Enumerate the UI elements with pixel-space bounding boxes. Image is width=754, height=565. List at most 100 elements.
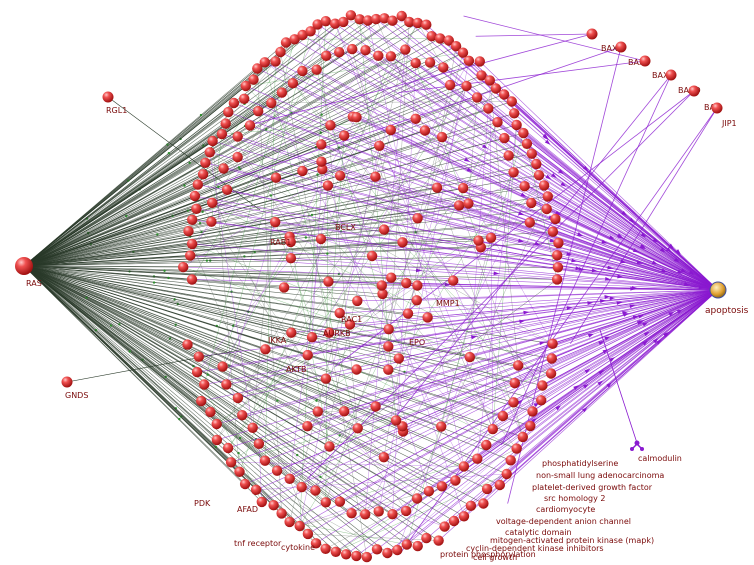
gene-node[interactable] bbox=[511, 443, 522, 454]
gene-node[interactable] bbox=[286, 327, 297, 338]
gene-node[interactable] bbox=[320, 497, 331, 508]
gene-node[interactable] bbox=[234, 466, 245, 477]
gene-node[interactable] bbox=[305, 26, 316, 37]
gene-node[interactable] bbox=[497, 410, 509, 422]
gene-node[interactable] bbox=[376, 280, 387, 291]
gene-node[interactable] bbox=[412, 280, 423, 291]
gene-node[interactable] bbox=[232, 392, 244, 404]
gene-node[interactable] bbox=[458, 461, 470, 472]
gene-node[interactable] bbox=[471, 92, 483, 103]
gene-node[interactable] bbox=[297, 65, 308, 77]
gene-node[interactable] bbox=[339, 406, 350, 417]
gene-node[interactable] bbox=[187, 214, 198, 225]
gene-node[interactable] bbox=[490, 83, 502, 94]
gene-node[interactable] bbox=[411, 295, 422, 306]
gene-node[interactable] bbox=[334, 170, 346, 181]
gene-node[interactable] bbox=[284, 473, 295, 484]
gene-node[interactable] bbox=[334, 307, 345, 319]
gene-node[interactable] bbox=[513, 360, 524, 371]
gene-node[interactable] bbox=[385, 51, 397, 62]
gene-node[interactable] bbox=[312, 406, 323, 417]
gene-node[interactable] bbox=[334, 496, 346, 507]
gene-node[interactable] bbox=[211, 418, 222, 430]
gene-node[interactable] bbox=[412, 213, 423, 224]
gnds-node[interactable] bbox=[61, 376, 73, 388]
gene-node[interactable] bbox=[199, 379, 210, 390]
gene-node[interactable] bbox=[448, 275, 459, 286]
gene-node[interactable] bbox=[553, 237, 564, 249]
gene-node[interactable] bbox=[370, 13, 382, 25]
gene-node[interactable] bbox=[352, 295, 363, 307]
gene-node[interactable] bbox=[474, 56, 485, 67]
gene-node[interactable] bbox=[508, 167, 519, 178]
baxc-node[interactable] bbox=[639, 55, 651, 67]
gene-node[interactable] bbox=[306, 332, 318, 343]
gene-node[interactable] bbox=[312, 19, 323, 30]
gene-node[interactable] bbox=[450, 41, 462, 52]
gene-node[interactable] bbox=[205, 406, 216, 418]
gene-node[interactable] bbox=[509, 108, 520, 119]
jip1-node[interactable] bbox=[711, 102, 723, 114]
gene-node[interactable] bbox=[370, 401, 381, 412]
gene-node[interactable] bbox=[453, 200, 465, 211]
gene-node[interactable] bbox=[501, 468, 512, 480]
gene-node[interactable] bbox=[517, 431, 528, 443]
gene-node[interactable] bbox=[323, 276, 334, 287]
gene-node[interactable] bbox=[220, 118, 231, 129]
gene-node[interactable] bbox=[434, 33, 446, 44]
gene-node[interactable] bbox=[387, 509, 398, 520]
gene-node[interactable] bbox=[404, 16, 415, 28]
gene-node[interactable] bbox=[450, 475, 461, 486]
gene-node[interactable] bbox=[423, 486, 435, 497]
gene-node[interactable] bbox=[225, 457, 237, 468]
gene-node[interactable] bbox=[182, 339, 193, 350]
gene-node[interactable] bbox=[270, 56, 281, 67]
gene-node[interactable] bbox=[401, 277, 412, 289]
gene-node[interactable] bbox=[499, 132, 510, 144]
gene-node[interactable] bbox=[344, 319, 356, 330]
gene-node[interactable] bbox=[345, 10, 357, 21]
gene-node[interactable] bbox=[400, 505, 412, 517]
gene-node[interactable] bbox=[505, 455, 516, 466]
gene-node[interactable] bbox=[178, 261, 189, 273]
baxa-node[interactable] bbox=[586, 28, 598, 40]
gene-node[interactable] bbox=[509, 377, 520, 389]
gene-node[interactable] bbox=[239, 93, 250, 105]
gene-node[interactable] bbox=[287, 78, 299, 89]
gene-node[interactable] bbox=[271, 465, 283, 476]
gene-node[interactable] bbox=[538, 180, 550, 191]
gene-node[interactable] bbox=[237, 410, 248, 421]
rgl1-node[interactable] bbox=[102, 91, 114, 103]
gene-node[interactable] bbox=[276, 87, 288, 98]
gene-node[interactable] bbox=[546, 353, 557, 364]
gene-node[interactable] bbox=[392, 544, 403, 556]
gene-node[interactable] bbox=[424, 57, 436, 68]
gene-node[interactable] bbox=[280, 37, 292, 48]
gene-node[interactable] bbox=[527, 406, 538, 417]
gene-node[interactable] bbox=[193, 351, 204, 362]
gene-node[interactable] bbox=[191, 366, 203, 378]
gene-node[interactable] bbox=[310, 538, 322, 549]
gene-node[interactable] bbox=[325, 120, 336, 131]
gene-node[interactable] bbox=[351, 112, 362, 123]
gene-node[interactable] bbox=[373, 50, 384, 61]
gene-node[interactable] bbox=[551, 274, 563, 285]
gene-node[interactable] bbox=[216, 128, 228, 140]
gene-node[interactable] bbox=[275, 46, 286, 58]
gene-node[interactable] bbox=[422, 312, 433, 323]
apoptosis-node[interactable] bbox=[709, 281, 727, 299]
gene-node[interactable] bbox=[297, 165, 308, 177]
gene-node[interactable] bbox=[536, 395, 547, 406]
gene-node[interactable] bbox=[443, 35, 454, 46]
gene-node[interactable] bbox=[191, 203, 202, 214]
gene-node[interactable] bbox=[361, 551, 372, 563]
gene-node[interactable] bbox=[498, 89, 510, 100]
gene-node[interactable] bbox=[545, 368, 557, 379]
gene-node[interactable] bbox=[436, 421, 447, 432]
gene-node[interactable] bbox=[250, 484, 262, 495]
gene-node[interactable] bbox=[268, 500, 279, 511]
gene-node[interactable] bbox=[244, 120, 256, 131]
gene-node[interactable] bbox=[457, 47, 469, 58]
gene-node[interactable] bbox=[192, 179, 203, 190]
gene-node[interactable] bbox=[360, 45, 371, 56]
